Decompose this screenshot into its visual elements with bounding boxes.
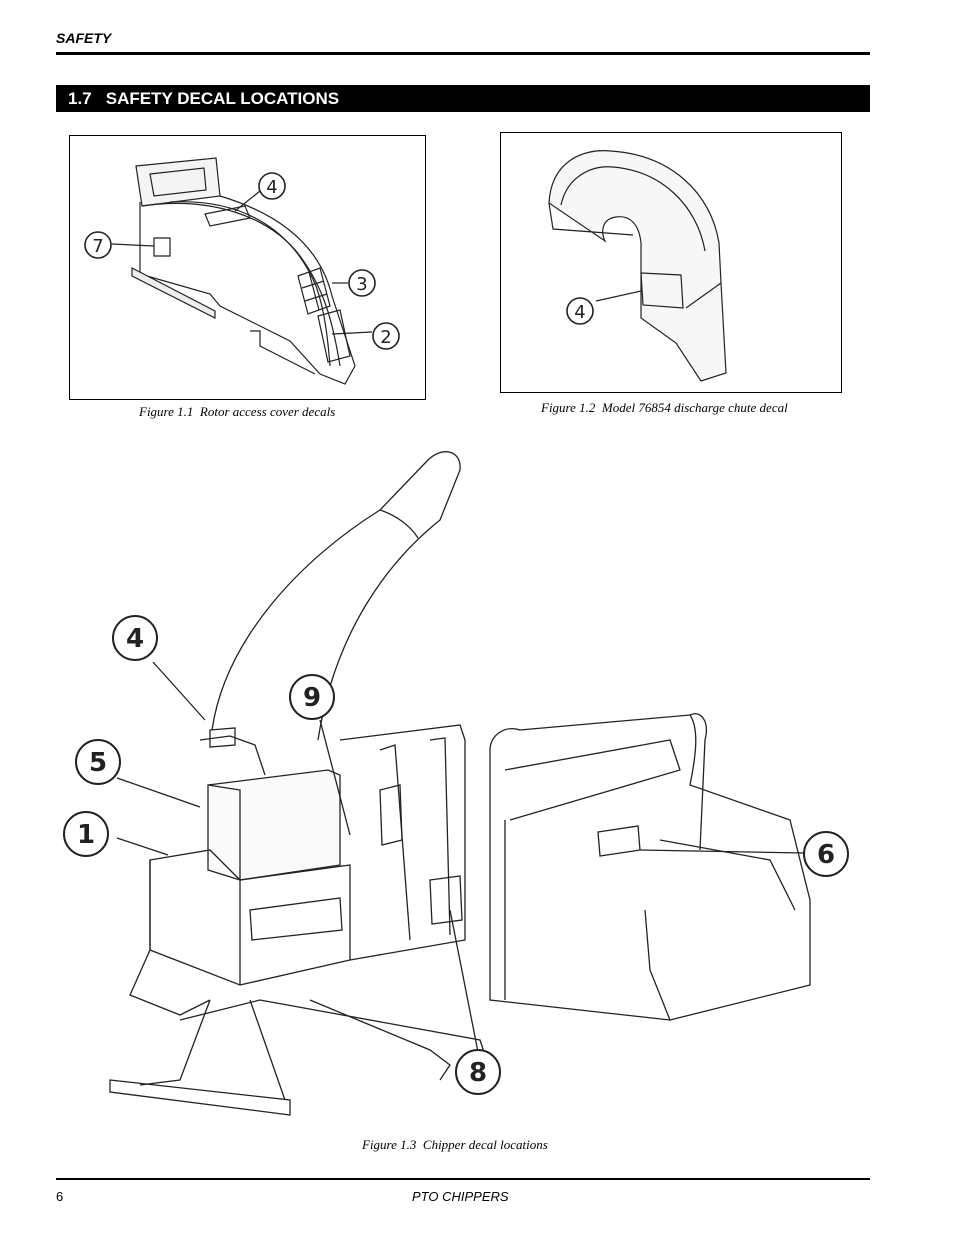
section-title: 1.7 SAFETY DECAL LOCATIONS [68,89,340,108]
section-heading-bar: 1.7 SAFETY DECAL LOCATIONS [56,85,870,112]
callout-1-label: 1 [77,820,95,850]
callout-9-label: 9 [303,683,321,713]
footer-rule [56,1178,870,1180]
chipper-assembly-drawing: 4 9 5 1 6 8 [63,451,849,1116]
callout-4-label: 4 [126,624,144,654]
figure-1-2-frame: 4 [500,132,842,393]
figure-1-2-caption: Figure 1.2 Model 76854 discharge chute d… [541,400,788,415]
discharge-chute-drawing: 4 [548,150,727,382]
running-header: SAFETY [56,30,112,46]
callout-3-label: 3 [356,274,367,295]
page-number: 6 [56,1189,64,1204]
figure-1-3-caption: Figure 1.3 Chipper decal locations [362,1137,548,1152]
header-rule [56,52,870,55]
rotor-cover-drawing: 7 4 3 2 [84,157,400,385]
callout-4-label: 4 [266,177,277,198]
figure-1-1-frame: 7 4 3 2 [69,135,426,400]
callout-7-label: 7 [92,236,103,257]
callout-4-label: 4 [574,302,585,323]
callout-8-label: 8 [469,1058,487,1088]
figure-1-1-caption: Figure 1.1 Rotor access cover decals [139,404,336,419]
callout-6-label: 6 [817,840,835,870]
callout-5-label: 5 [89,748,107,778]
callout-2-label: 2 [380,327,391,348]
footer-title: PTO CHIPPERS [412,1189,509,1204]
